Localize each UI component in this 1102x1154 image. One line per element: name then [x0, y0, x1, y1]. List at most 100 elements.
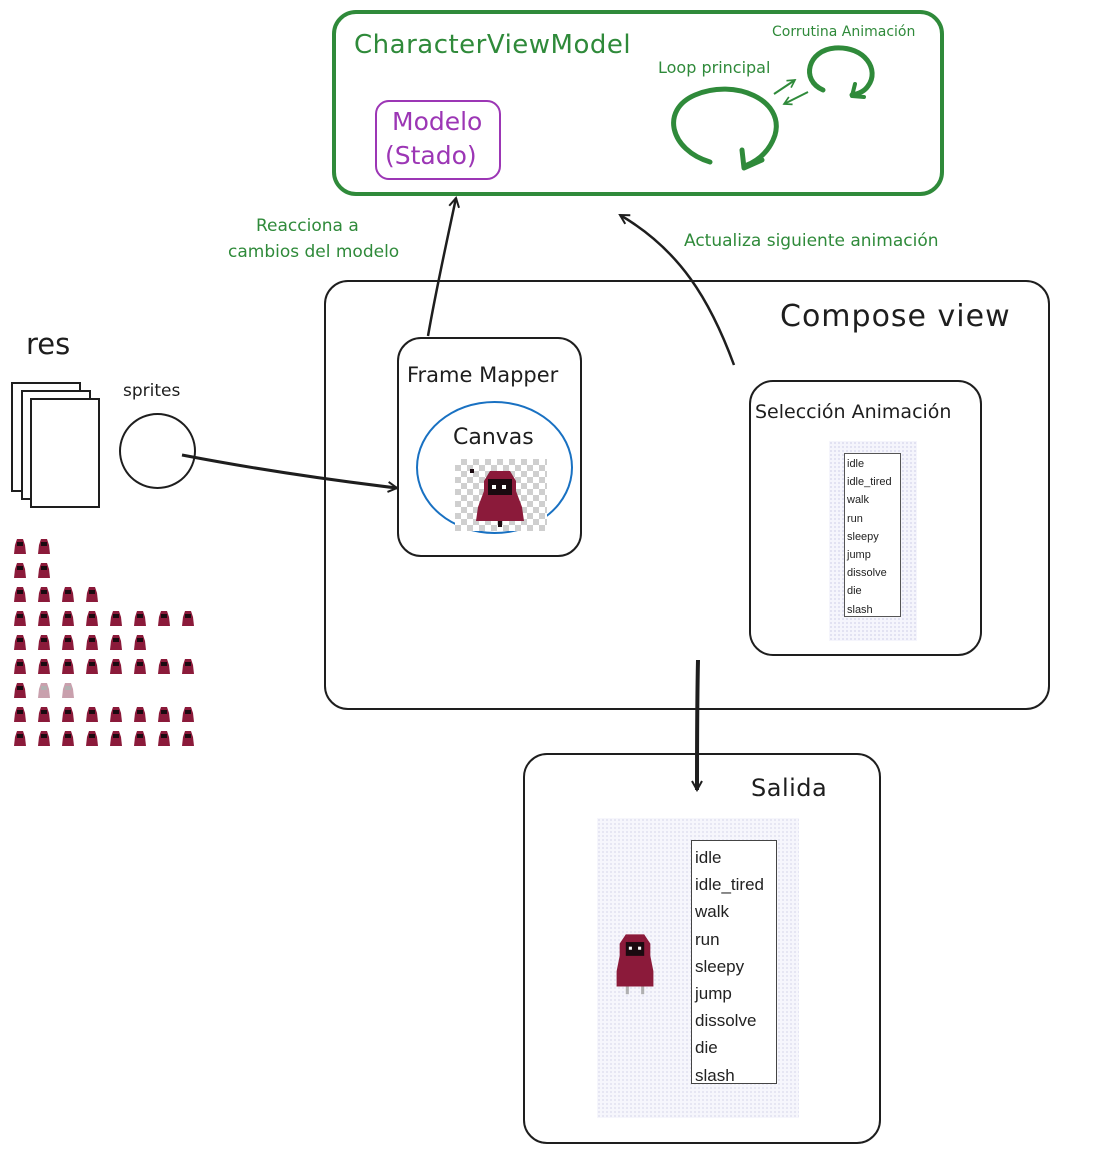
sprite-frame-icon: [14, 659, 26, 674]
output-animation-option[interactable]: dissolve: [695, 1011, 757, 1031]
sprite-frame-icon: [86, 731, 98, 746]
animation-option[interactable]: slash: [847, 603, 873, 616]
sprite-frame-icon: [110, 635, 122, 650]
sprite-frame-icon: [38, 587, 50, 602]
character-sprite-icon: [470, 469, 524, 527]
res-title: res: [26, 327, 71, 361]
sprite-frame-icon: [86, 707, 98, 722]
sprite-frame-icon: [86, 659, 98, 674]
canvas-title: Canvas: [453, 425, 534, 450]
sprite-frame-icon: [38, 659, 50, 674]
sprites-circle: [119, 413, 196, 489]
sprite-frame-icon: [182, 731, 194, 746]
sprite-frame-icon: [14, 587, 26, 602]
view-model-box: [332, 10, 944, 196]
sprite-frame-icon: [14, 539, 26, 554]
update-arrow: [620, 213, 736, 366]
output-animation-option[interactable]: slash: [695, 1065, 735, 1085]
frame-mapper-title: Frame Mapper: [407, 363, 559, 387]
animation-option[interactable]: jump: [847, 549, 871, 562]
output-arrow: [697, 659, 698, 790]
sprite-frame-icon: [134, 731, 146, 746]
sprite-frame-icon: [182, 707, 194, 722]
output-animation-option[interactable]: jump: [695, 984, 732, 1004]
sprite-frame-icon: [110, 659, 122, 674]
sprite-frame-icon: [38, 731, 50, 746]
sprite-frame-icon: [86, 635, 98, 650]
view-model-title: CharacterViewModel: [354, 30, 632, 60]
coroutine-loop-icon: [807, 45, 875, 98]
react-arrow: [426, 198, 456, 337]
sprites-label: sprites: [123, 381, 181, 401]
animation-list[interactable]: idle idle_tired walk run sleepy jump dis…: [844, 453, 901, 617]
update-annotation: Actualiza siguiente animación: [684, 231, 939, 251]
animation-option[interactable]: run: [847, 512, 863, 525]
sprite-frame-icon: [62, 635, 74, 650]
main-loop-label: Loop principal: [658, 58, 771, 77]
sprite-frame-icon: [182, 659, 194, 674]
compose-view-box: [324, 280, 1050, 710]
sprite-frame-icon: [38, 707, 50, 722]
animation-option[interactable]: die: [847, 585, 862, 598]
frame-mapper-box: [397, 337, 582, 557]
output-animation-option[interactable]: sleepy: [695, 956, 745, 976]
sprite-sheet-image: [14, 539, 194, 746]
sprite-frame-icon: [62, 587, 74, 602]
output-animation-option[interactable]: run: [695, 929, 720, 949]
sprite-frame-icon: [158, 659, 170, 674]
sprite-frame-icon: [14, 683, 26, 698]
output-box: [523, 753, 881, 1144]
loop-to-coroutine-arrow: [773, 80, 795, 95]
sprite-frame-icon: [38, 683, 50, 698]
sprite-frame-icon: [38, 611, 50, 626]
model-label: Modelo: [392, 107, 483, 136]
sprite-frame-icon: [38, 635, 50, 650]
coroutine-arrowhead-icon: [850, 82, 866, 99]
sprite-frame-icon: [14, 611, 26, 626]
sprite-frame-icon: [158, 707, 170, 722]
sprite-frame-icon: [134, 635, 146, 650]
sprite-frame-icon: [86, 587, 98, 602]
output-animation-list[interactable]: idle idle_tired walk run sleepy jump dis…: [691, 840, 777, 1085]
sprite-frame-icon: [110, 707, 122, 722]
compose-view-title: Compose view: [780, 299, 1011, 334]
animation-option[interactable]: dissolve: [847, 567, 887, 580]
output-animation-option[interactable]: idle_tired: [695, 875, 764, 895]
sprite-frame-icon: [62, 731, 74, 746]
output-animation-option[interactable]: die: [695, 1038, 718, 1058]
main-loop-icon: [671, 86, 779, 169]
sprites-arrow: [181, 453, 397, 488]
output-animation-option[interactable]: walk: [695, 902, 730, 922]
sprite-frame-icon: [62, 683, 74, 698]
animation-option[interactable]: idle: [847, 458, 865, 470]
resource-file-icon: [30, 398, 100, 508]
sprite-frame-icon: [158, 611, 170, 626]
sprite-frame-icon: [86, 611, 98, 626]
sprite-frame-icon: [134, 611, 146, 626]
coroutine-label: Corrutina Animación: [772, 24, 916, 40]
animation-option[interactable]: idle_tired: [847, 476, 892, 489]
react-annotation-line2: cambios del modelo: [228, 242, 400, 262]
sprite-frame-icon: [14, 707, 26, 722]
sprite-frame-icon: [110, 611, 122, 626]
sprite-frame-icon: [38, 563, 50, 578]
animation-option[interactable]: walk: [847, 494, 870, 507]
sprite-frame-icon: [62, 707, 74, 722]
react-annotation-line1: Reacciona a: [256, 216, 359, 236]
model-box: [375, 100, 501, 180]
sprite-frame-icon: [182, 611, 194, 626]
canvas-circle: [416, 401, 573, 534]
sprite-frame-icon: [14, 563, 26, 578]
coroutine-to-loop-arrow: [784, 91, 809, 104]
animation-selection-title: Selección Animación: [755, 401, 952, 423]
sprite-frame-icon: [134, 707, 146, 722]
sprite-frame-icon: [62, 659, 74, 674]
main-loop-arrowhead-icon: [739, 147, 765, 171]
animation-option[interactable]: sleepy: [847, 530, 879, 543]
sprite-frame-icon: [110, 731, 122, 746]
animation-selection-box: [749, 380, 982, 656]
sprite-frame-icon: [14, 635, 26, 650]
output-animation-option[interactable]: idle: [695, 848, 722, 867]
sprite-frame-icon: [14, 731, 26, 746]
character-sprite-icon: [616, 934, 654, 995]
